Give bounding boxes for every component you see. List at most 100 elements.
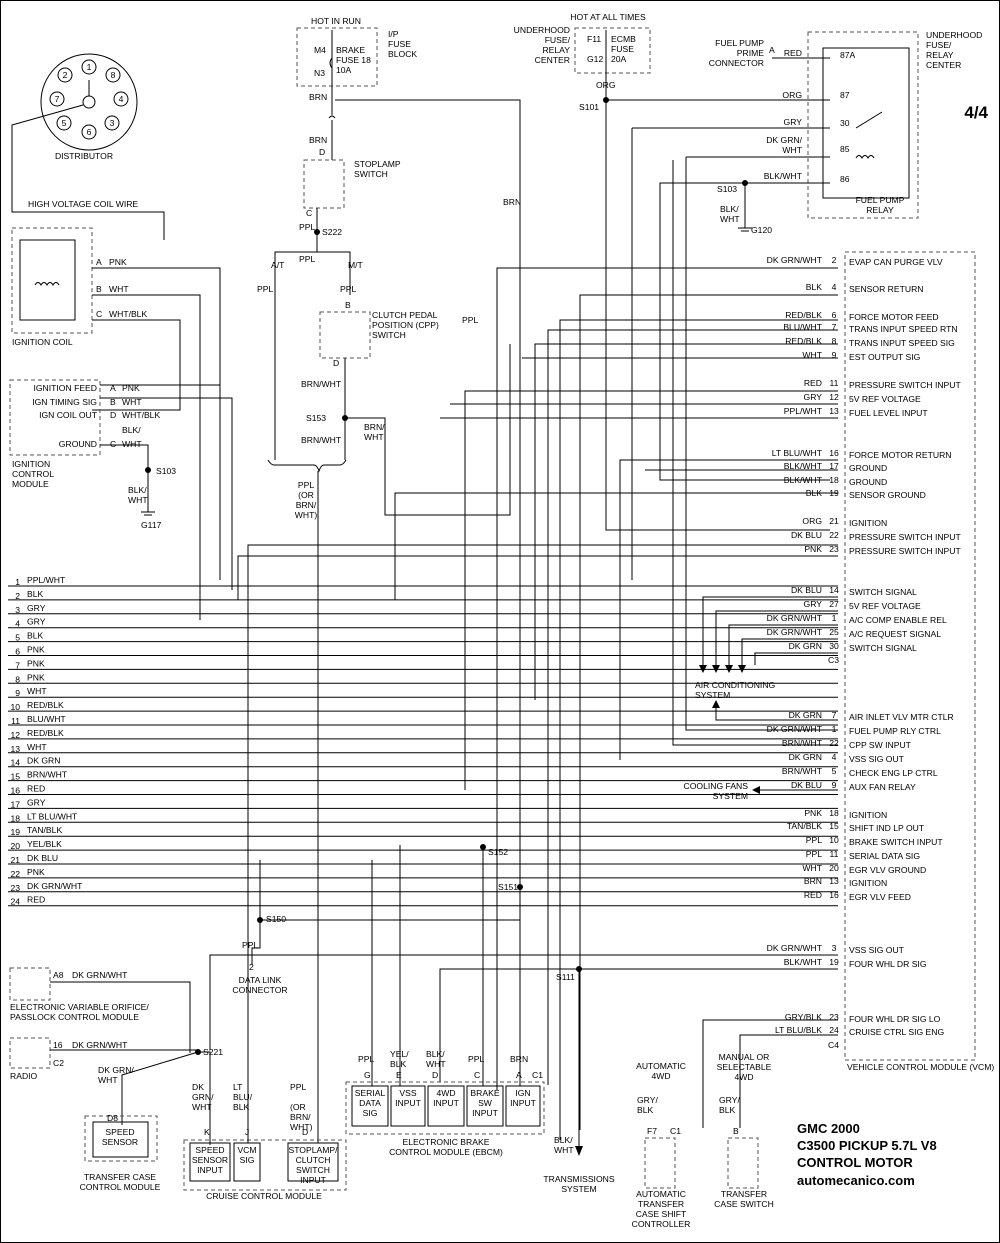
vcm-label: VEHICLE CONTROL MODULE (VCM) — [847, 1062, 994, 1072]
trans-wire-color-1: WHT — [554, 1145, 574, 1155]
vcm-bot-1-func: FOUR WHL DR SIG — [849, 959, 927, 969]
icm-wire-2: WHT/BLK — [122, 410, 160, 420]
auto-gry-blk-0: GRY/ — [637, 1095, 658, 1105]
vcm-top-5-func: EST OUTPUT SIG — [849, 352, 921, 362]
vcm-top-8-color: PPL/WHT — [784, 406, 823, 416]
vcm-mid-8-func: BRAKE SWITCH INPUT — [849, 837, 943, 847]
cpp-label-2: SWITCH — [372, 330, 406, 340]
underhood-right-label-2: RELAY — [926, 50, 954, 60]
fuse-pin-n3: N3 — [314, 68, 325, 78]
left-wire-color-12: RED/BLK — [27, 728, 64, 738]
left-wire-num-12: 12 — [10, 730, 20, 740]
left-wire-num-15: 15 — [10, 772, 20, 782]
left-wire-num-14: 14 — [10, 758, 20, 768]
vcm-top-10-func: GROUND — [849, 463, 887, 473]
radio-wire-color: DK GRN/WHT — [72, 1040, 128, 1050]
fuel-pump-prime-label-1: PRIME — [737, 48, 764, 58]
fuse-pin-g12: G12 — [587, 54, 603, 64]
ign-coil-pin-C: C — [96, 309, 102, 319]
auto-4wd-label-1: 4WD — [651, 1071, 670, 1081]
splice-s101: S101 — [579, 102, 599, 112]
ebcm-wire-D-0: BLK/ — [426, 1049, 445, 1059]
mt-label: M/T — [348, 260, 364, 270]
ebcm-label-1: CONTROL MODULE (EBCM) — [389, 1147, 503, 1157]
ebcm-box-0-1: DATA — [359, 1098, 381, 1108]
vcm-ac-0-pin: 14 — [829, 585, 839, 595]
brn-hot-run: BRN — [309, 92, 327, 102]
vcm-top-0-color: DK GRN/WHT — [767, 255, 823, 265]
tc-switch-label-0: TRANSFER — [721, 1189, 767, 1199]
ign-coil-wire-C: WHT/BLK — [109, 309, 147, 319]
cpp-brn-wht-2: BRN/WHT — [301, 435, 342, 445]
ebcm-wire-E-1: BLK — [390, 1059, 407, 1069]
ebcm-pin-A: A — [516, 1070, 522, 1080]
vcm-mid-7-color: TAN/BLK — [787, 821, 822, 831]
ccm-box-stoplamp-0: STOPLAMP/ — [288, 1145, 338, 1155]
ccm-wire-D-2: (OR — [290, 1102, 306, 1112]
fuel-pump-relay-label-1: RELAY — [866, 205, 894, 215]
tccm-pin-d8: D8 — [107, 1113, 118, 1123]
vcm-top-3-func: TRANS INPUT SPEED RTN — [849, 324, 958, 334]
vcm-ac-3-pin: 25 — [829, 627, 839, 637]
vcm-top-7-pin: 12 — [829, 392, 839, 402]
vcm-mid-6-pin: 18 — [829, 808, 839, 818]
stoplamp-pin-d: D — [319, 147, 325, 157]
vcm-top-7-func: 5V REF VOLTAGE — [849, 394, 921, 404]
ppl-main: PPL — [462, 315, 478, 325]
ccm-wire-D-4: WHT) — [290, 1122, 313, 1132]
vcm-top-14-func: PRESSURE SWITCH INPUT — [849, 532, 961, 542]
vcm-mid-3-pin: 4 — [832, 752, 837, 762]
radio-label: RADIO — [10, 1071, 38, 1081]
ebcm-box-2-0: 4WD — [436, 1088, 455, 1098]
underhood-left-label-0: UNDERHOOD — [514, 25, 570, 35]
tccm-label-0: TRANSFER CASE — [84, 1172, 156, 1182]
vcm-bot-0-func: VSS SIG OUT — [849, 945, 905, 955]
ebcm-box-1-1: INPUT — [395, 1098, 422, 1108]
vcm-ac-2-func: A/C COMP ENABLE REL — [849, 615, 947, 625]
ign-coil-pin-A: A — [96, 257, 102, 267]
cooling-fans-label-1: SYSTEM — [713, 791, 748, 801]
left-wire-num-24: 24 — [10, 897, 20, 907]
left-wire-color-6: PNK — [27, 645, 45, 655]
vcm-mid-3-func: VSS SIG OUT — [849, 754, 905, 764]
ecmb-fuse-label-0: ECMB — [611, 34, 636, 44]
left-wire-color-7: PNK — [27, 658, 45, 668]
relay-wire-wht: WHT — [782, 145, 802, 155]
vcm-top-4-pin: 8 — [832, 336, 837, 346]
vcm-top-12-pin: 19 — [829, 488, 839, 498]
vcm-mid-11-color: BRN — [804, 876, 822, 886]
manual-gry-blk-0: GRY/ — [719, 1095, 740, 1105]
auto-tc-controller-label-0: AUTOMATIC — [636, 1189, 686, 1199]
left-wire-color-22: PNK — [27, 867, 45, 877]
ccm-wire-D-3: BRN/ — [290, 1112, 311, 1122]
vcm-mid-11-pin: 13 — [829, 876, 839, 886]
vcm-mid-12-color: RED — [804, 890, 822, 900]
vcm-top-4-color: RED/BLK — [785, 336, 822, 346]
dlc-label-1: CONNECTOR — [232, 985, 287, 995]
tccm-box-label-0: SPEED — [105, 1127, 134, 1137]
fuel-pump-relay-label-0: FUEL PUMP — [856, 195, 905, 205]
icm-blk-wht-0: BLK/ — [128, 485, 147, 495]
auto-tc-controller-label-1: TRANSFER — [638, 1199, 684, 1209]
vcm-mid-5-color: DK BLU — [791, 780, 822, 790]
splice-s111: S111 — [556, 972, 575, 982]
tc-pin-b: B — [733, 1126, 739, 1136]
left-wire-color-24: RED — [27, 895, 45, 905]
distributor-pin-ring-2 — [57, 67, 73, 83]
vcm-mid-11-func: IGNITION — [849, 878, 887, 888]
left-wire-color-18: LT BLU/WHT — [27, 811, 78, 821]
radio-conn-c2: C2 — [53, 1058, 64, 1068]
at-label: A/T — [271, 260, 285, 270]
left-wire-num-17: 17 — [10, 799, 20, 809]
hot-at-all-times-label: HOT AT ALL TIMES — [570, 12, 646, 22]
ebcm-wire-E-0: YEL/ — [390, 1049, 409, 1059]
vcm-bot-1-pin: 19 — [829, 957, 839, 967]
splice-s103-top: S103 — [717, 184, 737, 194]
cpp-label-1: POSITION (CPP) — [372, 320, 439, 330]
left-wire-color-19: TAN/BLK — [27, 825, 62, 835]
relay-pin-87: 87 — [840, 90, 850, 100]
left-wire-num-6: 6 — [15, 647, 20, 657]
evo-label-0: ELECTRONIC VARIABLE ORIFICE/ — [10, 1002, 149, 1012]
vcm-top-9-func: FORCE MOTOR RETURN — [849, 450, 952, 460]
auto-4wd-label-0: AUTOMATIC — [636, 1061, 686, 1071]
